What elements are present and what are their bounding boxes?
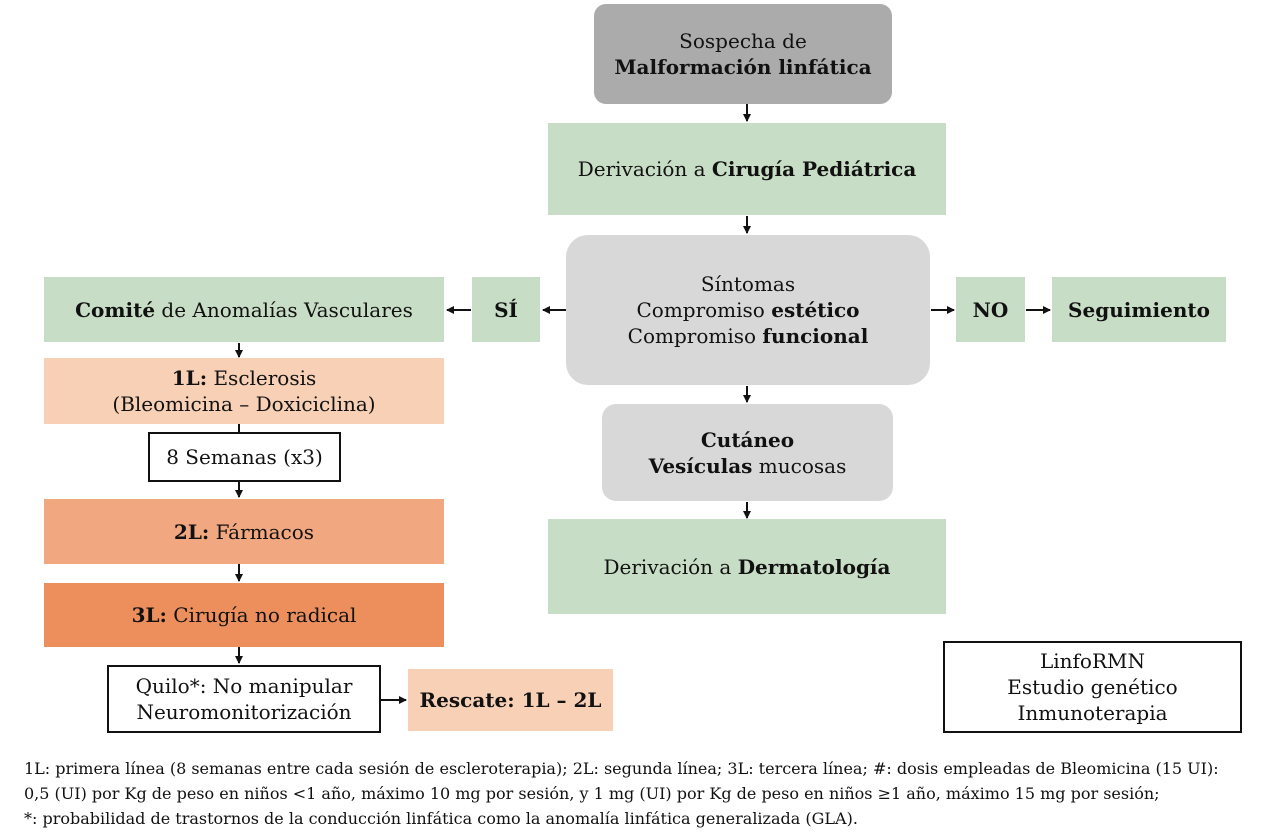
node-extras-line3: Inmunoterapia	[1017, 701, 1168, 725]
node-quilo-line2: Neuromonitorización	[136, 700, 352, 724]
node-sintomas-line2-prefix: Compromiso	[636, 298, 772, 322]
node-cirugia-pediatrica-text: Derivación a Cirugía Pediátrica	[578, 156, 917, 182]
node-quilo: Quilo*: No manipular Neuromonitorización	[107, 665, 381, 733]
node-comite-text: Comité de Anomalías Vasculares	[75, 297, 413, 323]
node-cirugia-no-radical-bold: 3L:	[131, 603, 167, 627]
node-dermatologia-bold: Dermatología	[737, 554, 891, 579]
node-semanas-text: 8 Semanas (x3)	[166, 445, 323, 469]
node-cirugia-pediatrica-prefix: Derivación a	[577, 157, 712, 181]
node-quilo-line1: Quilo*: No manipular	[135, 674, 353, 698]
footnote-line3: *: probabilidad de trastornos de la cond…	[24, 809, 858, 828]
node-comite-bold: Comité	[75, 297, 156, 322]
node-sintomas-line2: Compromiso estético	[636, 297, 859, 323]
node-sospecha-line2: Malformación linfática	[614, 55, 872, 79]
node-sintomas-line3: Compromiso funcional	[628, 323, 869, 349]
node-esclerosis-line1: 1L: Esclerosis	[172, 365, 317, 391]
node-cutaneo-line2: Vesículas mucosas	[649, 453, 847, 479]
node-esclerosis: 1L: Esclerosis (Bleomicina – Doxiciclina…	[44, 358, 444, 424]
footnote-line1: 1L: primera línea (8 semanas entre cada …	[24, 759, 1219, 778]
footnote: 1L: primera línea (8 semanas entre cada …	[24, 756, 1282, 831]
node-si: SÍ	[472, 277, 540, 342]
node-extras-line2: Estudio genético	[1007, 675, 1178, 699]
node-sospecha-line1: Sospecha de	[679, 29, 807, 53]
node-no-text: NO	[972, 297, 1009, 322]
node-cirugia-no-radical-text: 3L: Cirugía no radical	[132, 602, 357, 628]
node-cutaneo-line1: Cutáneo	[700, 427, 795, 452]
node-cutaneo-line2-rest: mucosas	[752, 453, 847, 478]
node-cutaneo-line2-bold: Vesículas	[648, 453, 753, 478]
node-sospecha: Sospecha de Malformación linfática	[594, 4, 892, 104]
node-esclerosis-bold: 1L:	[171, 366, 208, 390]
footnote-line2: 0,5 (UI) por Kg de peso en niños <1 año,…	[24, 784, 1160, 803]
node-farmacos-text: 2L: Fármacos	[174, 519, 314, 545]
node-sintomas-line3-bold: funcional	[762, 324, 869, 348]
node-farmacos: 2L: Fármacos	[44, 499, 444, 564]
node-seguimiento-text: Seguimiento	[1068, 297, 1210, 322]
node-esclerosis-rest: Esclerosis	[207, 366, 317, 390]
node-sintomas-line2-bold: estético	[771, 298, 860, 322]
node-cirugia-no-radical: 3L: Cirugía no radical	[44, 583, 444, 647]
node-sintomas: Síntomas Compromiso estético Compromiso …	[566, 235, 930, 385]
node-seguimiento: Seguimiento	[1052, 277, 1226, 342]
node-semanas: 8 Semanas (x3)	[148, 432, 341, 482]
node-dermatologia-prefix: Derivación a	[603, 554, 738, 579]
node-dermatologia-text: Derivación a Dermatología	[603, 554, 890, 580]
node-farmacos-rest: Fármacos	[209, 519, 315, 544]
node-cirugia-pediatrica: Derivación a Cirugía Pediátrica	[548, 123, 946, 215]
node-dermatologia: Derivación a Dermatología	[548, 519, 946, 614]
node-cutaneo: Cutáneo Vesículas mucosas	[602, 404, 893, 501]
node-rescate-text: Rescate: 1L – 2L	[419, 688, 602, 712]
node-si-text: SÍ	[494, 297, 518, 322]
node-comite: Comité de Anomalías Vasculares	[44, 277, 444, 342]
node-farmacos-bold: 2L:	[173, 519, 210, 544]
node-cirugia-pediatrica-bold: Cirugía Pediátrica	[711, 157, 917, 181]
node-extras-line1: LinfoRMN	[1039, 649, 1146, 673]
node-comite-rest: de Anomalías Vasculares	[155, 297, 413, 322]
node-cirugia-no-radical-rest: Cirugía no radical	[166, 603, 357, 627]
node-esclerosis-line2: (Bleomicina – Doxiciclina)	[112, 392, 376, 416]
node-sintomas-line1: Síntomas	[700, 272, 796, 296]
node-extras: LinfoRMN Estudio genético Inmunoterapia	[943, 641, 1242, 733]
node-sintomas-line3-prefix: Compromiso	[627, 324, 763, 348]
node-rescate: Rescate: 1L – 2L	[408, 669, 613, 731]
node-no: NO	[956, 277, 1025, 342]
